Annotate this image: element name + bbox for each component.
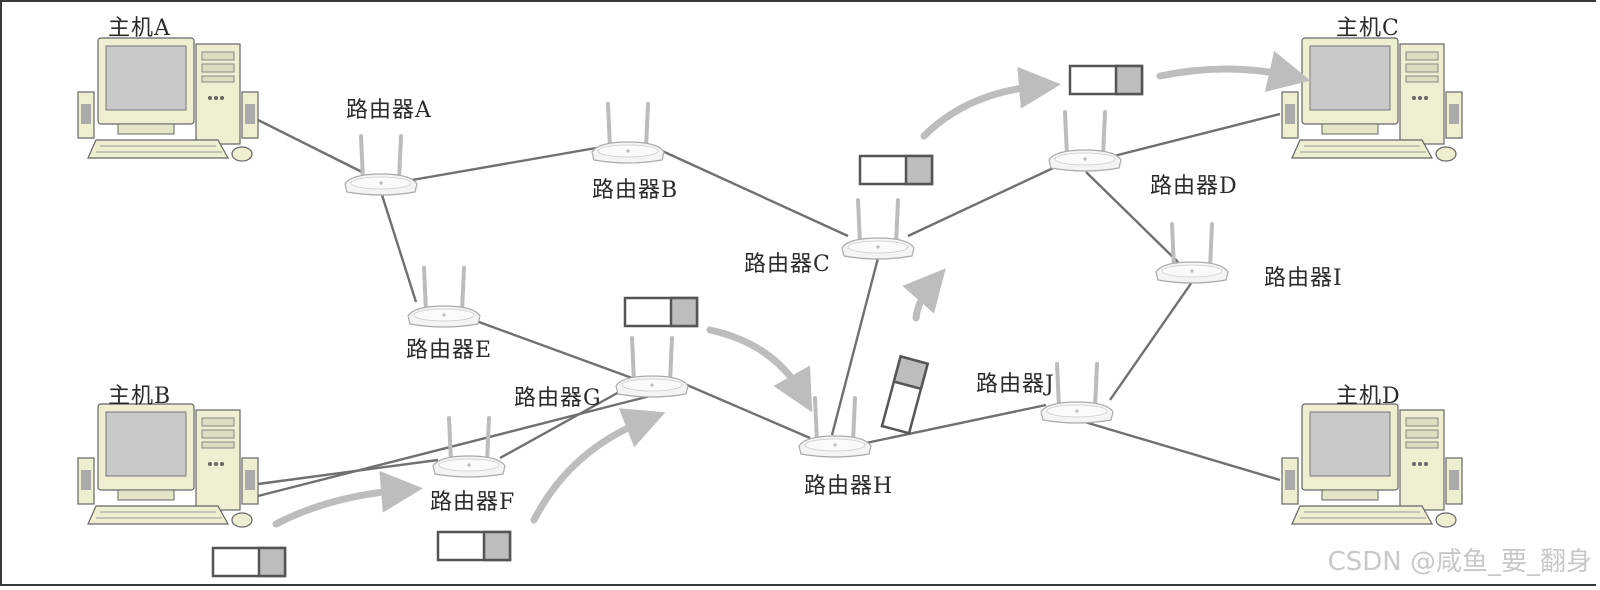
flow-arrow-5: [920, 66, 1061, 140]
flow-arrow-1: [272, 470, 423, 528]
host-b-label: 主机B: [108, 384, 172, 409]
host-d-label: 主机D: [1336, 384, 1401, 409]
link-router-a-router-b: [411, 146, 597, 182]
packet-2: [436, 530, 512, 562]
router-g-label: 路由器G: [514, 386, 602, 411]
link-router-h-router-j: [865, 403, 1047, 445]
host-d-computer-icon[interactable]: [1281, 403, 1463, 528]
packet-6: [1068, 64, 1144, 96]
router-i-label: 路由器I: [1264, 266, 1343, 291]
host-c-label: 主机C: [1336, 16, 1400, 41]
link-router-j-host-d: [1077, 418, 1281, 482]
link-router-a-router-e: [380, 194, 418, 303]
network-links: [257, 112, 1281, 498]
router-b-icon[interactable]: [590, 102, 666, 165]
router-d-label: 路由器D: [1150, 174, 1238, 199]
host-b-computer-icon[interactable]: [77, 403, 259, 528]
router-d-icon[interactable]: [1047, 110, 1123, 173]
router-j-label: 路由器J: [976, 372, 1055, 397]
router-c-icon[interactable]: [840, 198, 916, 261]
flow-arrow-2: [530, 408, 666, 524]
link-router-f-router-g: [499, 384, 631, 460]
packet-flow-arrows: [272, 50, 1311, 528]
flow-arrow-4: [902, 268, 946, 322]
router-e-label: 路由器E: [406, 338, 493, 363]
link-router-b-router-c: [659, 148, 849, 238]
router-f-label: 路由器F: [430, 490, 516, 515]
router-e-icon[interactable]: [406, 266, 482, 329]
router-a-label: 路由器A: [346, 98, 432, 123]
link-host-b-router-g: [257, 394, 651, 498]
watermark: CSDN @咸鱼_要_翻身: [1327, 547, 1592, 577]
link-router-d-host-c: [1113, 112, 1281, 158]
link-router-i-router-j: [1109, 281, 1193, 401]
router-i-icon[interactable]: [1154, 222, 1230, 285]
router-c-label: 路由器C: [744, 252, 831, 277]
router-h-label: 路由器H: [804, 474, 894, 499]
link-router-c-router-h: [830, 257, 880, 436]
host-c-computer-icon[interactable]: [1281, 37, 1463, 162]
flow-arrow-3: [706, 326, 813, 413]
link-router-g-router-h: [679, 380, 811, 440]
router-a-icon[interactable]: [343, 134, 419, 197]
flow-arrow-6: [1156, 50, 1311, 92]
link-router-c-router-d: [907, 160, 1067, 238]
router-g-icon[interactable]: [614, 336, 690, 399]
packet-3: [623, 296, 699, 328]
packet-1: [211, 546, 287, 578]
host-a-label: 主机A: [108, 16, 171, 41]
link-router-e-router-g: [467, 316, 633, 380]
packet-4: [880, 355, 929, 435]
link-host-a-router-a: [257, 118, 363, 174]
packet-5: [858, 154, 934, 186]
router-b-label: 路由器B: [592, 178, 679, 203]
link-router-d-router-i: [1085, 171, 1179, 263]
host-a-computer-icon[interactable]: [77, 37, 259, 162]
